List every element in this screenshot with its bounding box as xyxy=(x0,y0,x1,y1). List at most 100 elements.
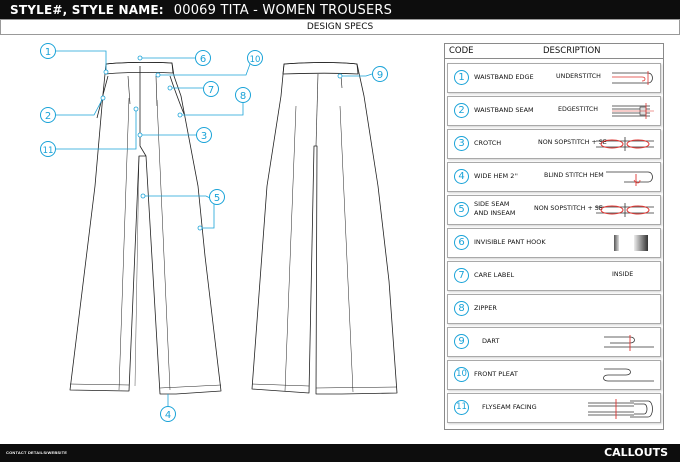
callout-4-label: 4 xyxy=(165,410,171,421)
front-hem-right xyxy=(159,384,222,389)
legend-code: 9 xyxy=(454,334,469,349)
legend-row-5: 5 SIDE SEAM AND INSEAM NON SOPSTITCH + S… xyxy=(447,195,661,225)
legend-name: ZIPPER xyxy=(474,304,497,312)
pleat-icon xyxy=(603,368,654,382)
front-inner-shadow xyxy=(134,155,140,387)
header-bar: STYLE#, STYLE NAME: 00069 TITA - WOMEN T… xyxy=(0,0,680,20)
legend-name: CROTCH xyxy=(474,139,502,147)
callout-7-label: 7 xyxy=(208,85,214,96)
legend-code: 4 xyxy=(454,169,469,184)
page-label: CALLOUTS xyxy=(604,446,668,459)
callout-10-label: 10 xyxy=(250,55,261,65)
legend-row-2: 2 WAISTBAND SEAM EDGESTITCH xyxy=(447,96,661,126)
style-value: 00069 TITA - WOMEN TROUSERS xyxy=(173,2,393,18)
back-hem xyxy=(251,383,398,389)
callout-8: 8 xyxy=(235,87,251,103)
legend-row-11: 11 FLYSEAM FACING xyxy=(447,393,661,423)
legend-code: 1 xyxy=(454,70,469,85)
side-seam-icon xyxy=(596,203,654,217)
code-header: CODE xyxy=(449,46,474,56)
legend-method: INSIDE xyxy=(612,271,634,278)
pant-hook-icon xyxy=(614,235,648,251)
callout-11-label: 11 xyxy=(43,146,54,156)
callout-3: 3 xyxy=(196,127,212,143)
callout-9-label: 9 xyxy=(377,70,383,81)
crotch-seam-icon xyxy=(596,137,654,151)
legend-code: 7 xyxy=(454,268,469,283)
callout-1-label: 1 xyxy=(45,47,51,58)
callout-1: 1 xyxy=(40,43,56,59)
front-crease-left xyxy=(118,97,130,391)
callout-6: 6 xyxy=(195,50,211,66)
callout-7: 7 xyxy=(203,81,219,97)
legend-row-6: 6 INVISIBLE PANT HOOK xyxy=(447,228,661,258)
callout-2: 2 xyxy=(40,107,56,123)
legend-method: EDGESTITCH xyxy=(558,106,598,113)
trouser-flat-drawing: 1 2 11 6 10 7 8 3 5 4 9 xyxy=(40,43,398,422)
legend-row-1: 1 WAISTBAND EDGE UNDERSTITCH xyxy=(447,63,661,93)
section-title: DESIGN SPECS xyxy=(0,19,680,35)
front-waistband xyxy=(105,61,174,75)
description-header: DESCRIPTION xyxy=(543,46,601,56)
legend-method: UNDERSTITCH xyxy=(556,73,601,80)
callout-10: 10 xyxy=(247,50,263,66)
legend-name: WAISTBAND EDGE xyxy=(474,73,534,81)
legend-code: 5 xyxy=(454,202,469,217)
callout-3-label: 3 xyxy=(201,131,207,142)
back-waistband xyxy=(282,62,359,75)
callout-5: 5 xyxy=(209,189,225,205)
back-crease-right xyxy=(339,105,354,393)
legend-code: 2 xyxy=(454,103,469,118)
legend-name: CARE LABEL xyxy=(474,271,515,279)
callout-2-label: 2 xyxy=(45,111,51,122)
callout-4: 4 xyxy=(160,406,176,422)
legend-name: FLYSEAM FACING xyxy=(482,403,537,411)
legend-row-7: 7 CARE LABEL INSIDE xyxy=(447,261,661,291)
fly-facing-icon xyxy=(588,399,653,419)
front-callouts: 1 2 11 6 10 7 8 3 5 4 xyxy=(40,43,263,422)
callout-8-label: 8 xyxy=(240,91,246,102)
footer-bar: CONTACT DETAILS/WEBSITE CALLOUTS xyxy=(0,444,680,462)
legend-row-10: 10 FRONT PLEAT xyxy=(447,360,661,390)
callout-9: 9 xyxy=(372,66,388,82)
front-crease-right xyxy=(156,99,171,391)
legend-name: INVISIBLE PANT HOOK xyxy=(474,238,546,246)
legend-row-9: 9 DART xyxy=(447,327,661,357)
legend-code: 3 xyxy=(454,136,469,151)
callout-11: 11 xyxy=(40,141,56,157)
legend-header: CODE DESCRIPTION xyxy=(445,44,663,59)
understitch-icon xyxy=(612,71,653,85)
legend-row-8: 8 ZIPPER xyxy=(447,294,661,324)
front-pocket-right xyxy=(169,75,185,115)
legend-code: 8 xyxy=(454,301,469,316)
back-callouts: 9 xyxy=(372,66,388,82)
edgestitch-icon xyxy=(612,103,654,119)
legend-name: FRONT PLEAT xyxy=(474,370,518,378)
legend-name: WIDE HEM 2'' xyxy=(474,172,518,180)
dart-icon xyxy=(604,335,654,351)
contact-details: CONTACT DETAILS/WEBSITE xyxy=(6,450,68,455)
back-trouser-outline xyxy=(251,62,398,395)
legend-code: 10 xyxy=(454,367,469,382)
legend-name: WAISTBAND SEAM xyxy=(474,106,534,114)
legend-code: 11 xyxy=(454,400,469,415)
legend-row-4: 4 WIDE HEM 2'' BLIND STITCH HEM xyxy=(447,162,661,192)
front-pleat-right xyxy=(155,75,158,107)
callout-5-label: 5 xyxy=(214,193,220,204)
legend-row-3: 3 CROTCH NON SOPSTITCH + SE xyxy=(447,129,661,159)
back-crease-left xyxy=(284,105,297,392)
front-pleat-left xyxy=(127,75,131,105)
legend-method: NON SOPSTITCH + SE xyxy=(538,139,607,146)
legend-code: 6 xyxy=(454,235,469,250)
front-fly-line xyxy=(139,66,147,157)
legend-method: NON SOPSTITCH + SE xyxy=(534,205,603,212)
legend-method: BLIND STITCH HEM xyxy=(544,172,604,179)
legend-name: SIDE SEAM AND INSEAM xyxy=(474,200,516,218)
section-title-text: DESIGN SPECS xyxy=(306,22,374,32)
back-center-seam xyxy=(315,73,319,147)
front-hem-left xyxy=(69,383,130,386)
blind-hem-icon xyxy=(606,171,653,186)
legend-name: DART xyxy=(482,337,500,345)
style-label: STYLE#, STYLE NAME: xyxy=(10,3,164,17)
callout-6-label: 6 xyxy=(200,54,206,65)
